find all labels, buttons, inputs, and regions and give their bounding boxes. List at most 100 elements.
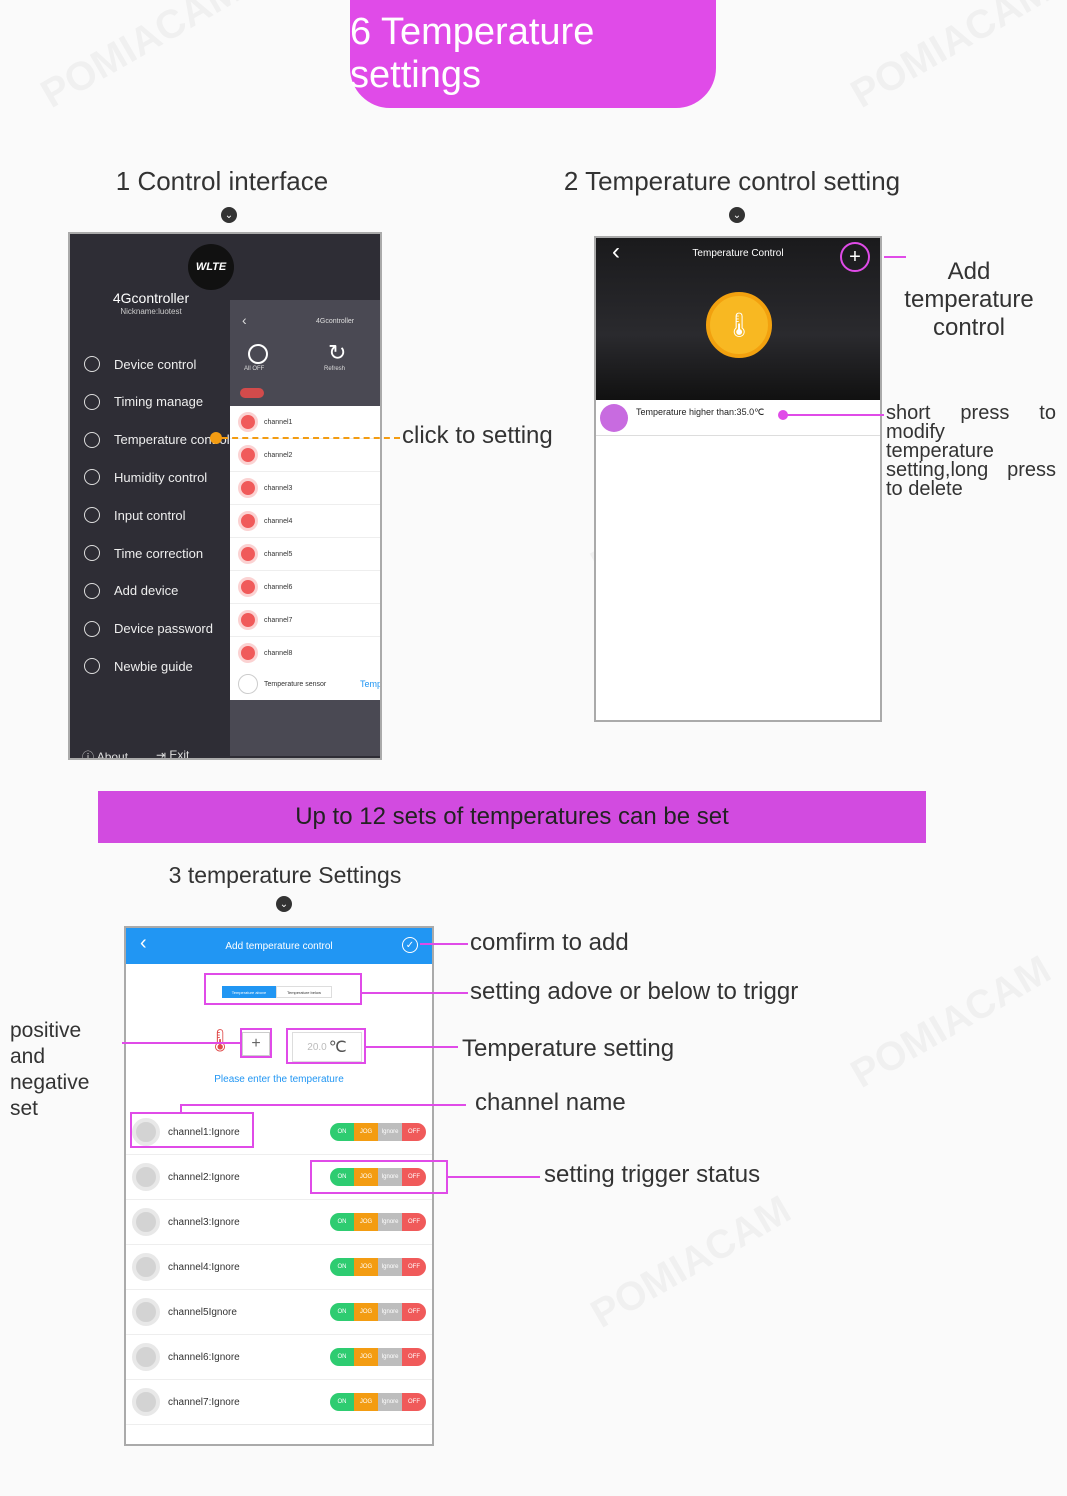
channel-toggle-icon[interactable] [238,445,258,465]
sidebar-item[interactable]: Input control [84,503,186,527]
sidebar-item[interactable]: Device control [84,352,196,376]
callout-line [420,943,468,945]
callout-line [784,414,884,416]
highlight-box [310,1160,448,1194]
temperature-item[interactable]: Temperature higher than:35.0℃ [596,400,880,436]
list-item[interactable]: channel3 [230,472,380,505]
segment-option[interactable]: OFF [402,1168,426,1186]
segment-option[interactable]: ON [330,1258,354,1276]
exit-link[interactable]: ⇥ Exit [156,748,190,760]
channel-toggle-icon[interactable] [238,643,258,663]
segment-option[interactable]: Ignore [378,1168,402,1186]
temperature-input[interactable]: 20.0 ℃ [292,1032,362,1062]
list-item[interactable]: channel7 [230,604,380,637]
segment-option[interactable]: JOG [354,1348,378,1366]
chevron-down-icon: ⌄ [276,896,292,912]
sidebar-item-label: Input control [114,507,186,523]
history-icon [84,545,100,561]
channel-toggle-icon[interactable] [238,577,258,597]
watermark: POMIACAM [844,0,1059,118]
segment-option[interactable]: Ignore [378,1393,402,1411]
short-press-label: short press to modify temperature settin… [886,402,1056,500]
sidebar-item[interactable]: Newbie guide [84,654,193,678]
back-icon[interactable]: ‹ [140,932,147,954]
callout-line [362,992,468,994]
segment-option[interactable]: JOG [354,1393,378,1411]
refresh-icon[interactable]: ↻ [328,340,347,365]
channel-label: channel4:Ignore [168,1261,240,1273]
segment-option[interactable]: Ignore [378,1123,402,1141]
channel-toggle-icon[interactable] [238,478,258,498]
channel-toggle-icon[interactable] [238,544,258,564]
channel-icon [132,1253,160,1281]
sidebar-item[interactable]: Time correction [84,541,203,565]
channel-label: channel2:Ignore [168,1171,240,1183]
segment-option[interactable]: OFF [402,1213,426,1231]
sensor-link[interactable]: Temp [359,679,382,689]
segment-option[interactable]: OFF [402,1393,426,1411]
segment-option[interactable]: JOG [354,1123,378,1141]
sidebar-item-label: Device password [114,621,213,637]
segment-option[interactable]: Ignore [378,1258,402,1276]
channel-toggle-icon[interactable] [238,610,258,630]
confirm-label: comfirm to add [470,929,629,956]
segment-option[interactable]: JOG [354,1168,378,1186]
channel-toggle-icon[interactable] [238,511,258,531]
section-heading: 3 temperature Settings [168,862,402,888]
sidebar-item-label: Humidity control [114,469,208,485]
sidebar-item[interactable]: Timing manage [84,390,203,414]
sub-title: 4Gcontroller [316,318,355,325]
segment-option[interactable]: Ignore [378,1348,402,1366]
segment-option[interactable]: ON [330,1213,354,1231]
segment-option[interactable]: JOG [354,1213,378,1231]
plus-icon [84,582,100,599]
segment-option[interactable]: OFF [402,1123,426,1141]
back-icon[interactable]: ‹ [242,312,247,328]
segment-option[interactable]: OFF [402,1258,426,1276]
callout-line [222,437,400,439]
sensor-row[interactable]: Temperature sensor Temp [230,668,382,700]
segment-option[interactable]: OFF [402,1303,426,1321]
list-item[interactable]: channel5 [230,538,380,571]
sidebar-item[interactable]: Temperature control [84,428,230,452]
sidebar-item[interactable]: Add device [84,579,178,603]
list-item[interactable]: channel4 [230,505,380,538]
segment-option[interactable]: JOG [354,1258,378,1276]
back-icon[interactable]: ‹ [612,238,620,265]
segment-option[interactable]: Ignore [378,1213,402,1231]
segment-option[interactable]: ON [330,1393,354,1411]
power-icon[interactable] [248,344,268,364]
sidebar-item[interactable]: Humidity control [84,465,207,489]
sign-toggle-button[interactable]: + [242,1032,270,1056]
click-setting-label: click to setting [402,422,553,449]
channel-toggle-icon[interactable] [238,412,258,432]
segment-option[interactable]: JOG [354,1303,378,1321]
segment-option[interactable]: ON [330,1123,354,1141]
segment-option[interactable]: ON [330,1168,354,1186]
tab-above[interactable]: Temperature above [222,986,276,998]
list-item[interactable]: channel8 [230,637,380,670]
toggle-indicator [240,388,264,398]
about-link[interactable]: ⓘ About [82,748,128,758]
sidebar-item[interactable]: Device password [84,617,213,641]
list-item[interactable]: channel2 [230,439,380,472]
list-item[interactable]: channel6 [230,571,380,604]
segment-option[interactable]: ON [330,1303,354,1321]
tab-below[interactable]: Temperature below [276,986,332,998]
channel-label: channel6 [264,583,293,591]
check-icon[interactable]: ✓ [402,937,418,953]
list-item[interactable]: channel1 [230,406,380,439]
add-icon[interactable]: + [840,242,870,272]
segment-option[interactable]: Ignore [378,1303,402,1321]
segment-option[interactable]: ON [330,1348,354,1366]
segment-option[interactable]: OFF [402,1348,426,1366]
